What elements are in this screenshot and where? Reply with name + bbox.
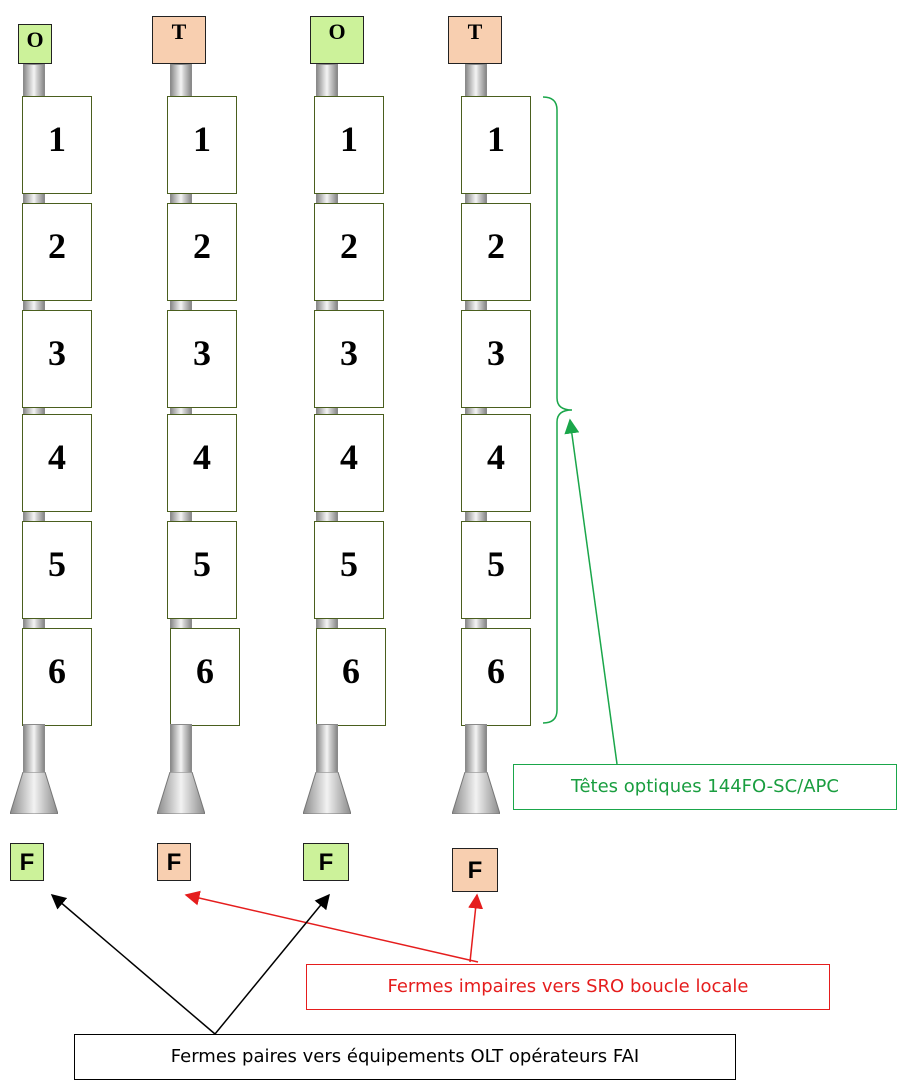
optical-head-4: 4 xyxy=(314,414,384,512)
optical-head-1: 1 xyxy=(461,96,531,194)
optical-head-2: 2 xyxy=(461,203,531,301)
optical-head-3: 3 xyxy=(167,310,237,408)
fiber-cone xyxy=(452,772,500,814)
optical-head-6: 6 xyxy=(170,628,240,726)
top-tag: O xyxy=(18,24,52,64)
optical-head-3: 3 xyxy=(314,310,384,408)
optical-head-6: 6 xyxy=(22,628,92,726)
optical-head-2: 2 xyxy=(22,203,92,301)
optical-head-5: 5 xyxy=(22,521,92,619)
black-arrow-1 xyxy=(50,894,216,1035)
even-fibers-callout: Fermes paires vers équipements OLT opéra… xyxy=(74,1034,736,1080)
bottom-tag: F xyxy=(10,843,44,881)
optical-head-6: 6 xyxy=(316,628,386,726)
black-arrow-2 xyxy=(214,893,330,1035)
optical-head-4: 4 xyxy=(22,414,92,512)
top-tag: T xyxy=(152,16,206,64)
optical-head-3: 3 xyxy=(22,310,92,408)
fiber-cone xyxy=(157,772,205,814)
optical-head-5: 5 xyxy=(314,521,384,619)
red-arrow-1 xyxy=(184,890,479,963)
top-tag: T xyxy=(448,16,502,64)
optical-head-6: 6 xyxy=(461,628,531,726)
optical-head-3: 3 xyxy=(461,310,531,408)
fiber-cone xyxy=(10,772,58,814)
optical-heads-callout: Têtes optiques 144FO-SC/APC xyxy=(513,764,897,810)
optical-head-2: 2 xyxy=(167,203,237,301)
optical-head-4: 4 xyxy=(167,414,237,512)
optical-head-1: 1 xyxy=(22,96,92,194)
fiber-cone xyxy=(303,772,351,814)
green-arrow xyxy=(564,418,618,765)
optical-head-1: 1 xyxy=(167,96,237,194)
red-arrow-2 xyxy=(468,893,484,963)
optical-head-5: 5 xyxy=(461,521,531,619)
optical-head-2: 2 xyxy=(314,203,384,301)
bottom-tag: F xyxy=(303,843,349,881)
bottom-tag: F xyxy=(157,843,191,881)
optical-head-4: 4 xyxy=(461,414,531,512)
bottom-tag: F xyxy=(452,848,498,892)
odd-fibers-callout: Fermes impaires vers SRO boucle locale xyxy=(306,964,830,1010)
curly-bracket xyxy=(542,96,573,724)
optical-head-5: 5 xyxy=(167,521,237,619)
optical-head-1: 1 xyxy=(314,96,384,194)
top-tag: O xyxy=(310,16,364,64)
